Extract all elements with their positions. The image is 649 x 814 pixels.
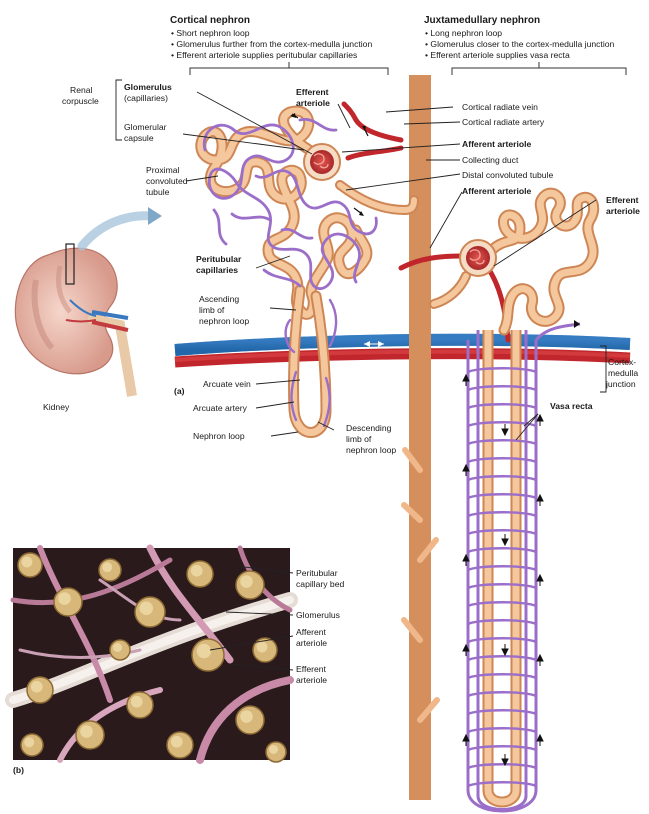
micro-capillary-bed-label: capillary bed bbox=[296, 579, 344, 589]
micro-arteriole-2-label: arteriole bbox=[296, 675, 327, 685]
micro-glomerulus-highlight bbox=[240, 575, 253, 588]
micro-glomerulus-label: Glomerulus bbox=[296, 610, 340, 620]
capsule-label: capsule bbox=[124, 133, 154, 143]
cortical-radiate-artery-label: Cortical radiate artery bbox=[462, 117, 545, 127]
ascending-label: Ascending bbox=[199, 294, 239, 304]
micro-glomerulus-highlight bbox=[24, 737, 34, 747]
micro-glomerulus-highlight bbox=[102, 562, 112, 572]
afferent-arteriole-2-label: Afferent arteriole bbox=[462, 186, 531, 196]
micro-glomerulus-highlight bbox=[113, 643, 122, 652]
vasa-recta-label: Vasa recta bbox=[550, 401, 593, 411]
arteriole-top-label: arteriole bbox=[296, 98, 330, 108]
flow-arrow-icon bbox=[537, 575, 543, 586]
glomerulus-label: Glomerulus bbox=[124, 82, 172, 92]
cortical-nephron-header: Cortical nephron • Short nephron loop • … bbox=[170, 15, 372, 60]
micro-labels: Peritubular capillary bed Glomerulus Aff… bbox=[296, 568, 344, 685]
micro-afferent-label: Afferent bbox=[296, 627, 327, 637]
micro-arteriole-1-label: arteriole bbox=[296, 638, 327, 648]
juxtamedullary-nephron-header: Juxtamedullary nephron • Long nephron lo… bbox=[424, 15, 615, 60]
micro-glomerulus-highlight bbox=[131, 696, 143, 708]
kidney-thumbnail: Kidney bbox=[15, 207, 162, 412]
micro-glomerulus-highlight bbox=[80, 725, 93, 738]
header-right-title: Juxtamedullary nephron bbox=[424, 15, 540, 26]
header-right-bullet: • Glomerulus closer to the cortex-medull… bbox=[425, 39, 615, 49]
limb-of-2-label: limb of bbox=[346, 434, 372, 444]
micro-glomerulus-highlight bbox=[197, 644, 211, 658]
medulla-label: medulla bbox=[608, 368, 638, 378]
collecting-duct bbox=[404, 75, 437, 800]
micro-glomerulus-highlight bbox=[22, 557, 33, 568]
flow-arrow-icon bbox=[502, 534, 508, 545]
peritubular-label: Peritubular bbox=[196, 254, 242, 264]
micro-glomerulus-highlight bbox=[269, 745, 278, 754]
convoluted-label: convoluted bbox=[146, 176, 188, 186]
cortex-label: Cortex- bbox=[608, 357, 636, 367]
distal-convoluted-tubule-label: Distal convoluted tubule bbox=[462, 170, 553, 180]
renal-label: Renal bbox=[70, 85, 93, 95]
micro-glomerulus-highlight bbox=[191, 565, 203, 577]
header-left-bullet: • Glomerulus further from the cortex-med… bbox=[171, 39, 372, 49]
nephron-loop-label: Nephron loop bbox=[193, 431, 245, 441]
header-right-bullet: • Efferent arteriole supplies vasa recta bbox=[425, 50, 570, 60]
flow-arrow-icon bbox=[537, 655, 543, 666]
micro-peritubular-label: Peritubular bbox=[296, 568, 338, 578]
kidney-label: Kidney bbox=[43, 402, 70, 412]
junction-label: junction bbox=[605, 379, 636, 389]
cortical-radiate-vein-label: Cortical radiate vein bbox=[462, 102, 538, 112]
flow-arrow-icon bbox=[502, 424, 508, 435]
micro-glomerulus-highlight bbox=[58, 592, 71, 605]
efferent-right-label: Efferent bbox=[606, 195, 639, 205]
limb-of-label: limb of bbox=[199, 305, 225, 315]
arcuate-artery-label: Arcuate artery bbox=[193, 403, 248, 413]
micro-glomerulus-highlight bbox=[31, 681, 43, 693]
micro-glomerulus-highlight bbox=[171, 736, 183, 748]
efferent-arteriole-top-label: Efferent bbox=[296, 87, 329, 97]
micro-glomerulus-highlight bbox=[257, 642, 268, 653]
micro-glomerulus-highlight bbox=[240, 710, 253, 723]
micro-glomerulus-highlight bbox=[140, 602, 154, 616]
proximal-label: Proximal bbox=[146, 165, 180, 175]
header-left-title: Cortical nephron bbox=[170, 15, 250, 26]
panel-b-label: (b) bbox=[13, 765, 24, 775]
flow-arrow-icon bbox=[537, 415, 543, 426]
tubule-label: tubule bbox=[146, 187, 170, 197]
descending-label: Descending bbox=[346, 423, 392, 433]
flow-arrow-icon bbox=[537, 735, 543, 746]
micro-efferent-label: Efferent bbox=[296, 664, 327, 674]
flow-arrow-icon bbox=[537, 495, 543, 506]
header-left-bullet: • Short nephron loop bbox=[171, 28, 250, 38]
flow-arrow-icon bbox=[502, 644, 508, 655]
arteriole-right-label: arteriole bbox=[606, 206, 640, 216]
nephron-loop-asc-label: nephron loop bbox=[199, 316, 249, 326]
header-right-bullet: • Long nephron loop bbox=[425, 28, 502, 38]
header-left-bullet: • Efferent arteriole supplies peritubula… bbox=[171, 50, 357, 60]
panel-a-label: (a) bbox=[174, 386, 185, 396]
corpuscle-label: corpuscle bbox=[62, 96, 99, 106]
collecting-duct-label: Collecting duct bbox=[462, 155, 519, 165]
micrograph-panel: (b) bbox=[13, 548, 290, 775]
capillaries-label: capillaries bbox=[196, 265, 238, 275]
nephron-loop-desc-label: nephron loop bbox=[346, 445, 396, 455]
glomerular-label: Glomerular bbox=[124, 122, 167, 132]
header-brackets bbox=[190, 62, 626, 75]
afferent-arteriole-1-label: Afferent arteriole bbox=[462, 139, 531, 149]
arcuate-vein-label: Arcuate vein bbox=[203, 379, 251, 389]
capillaries-paren-label: (capillaries) bbox=[124, 93, 168, 103]
